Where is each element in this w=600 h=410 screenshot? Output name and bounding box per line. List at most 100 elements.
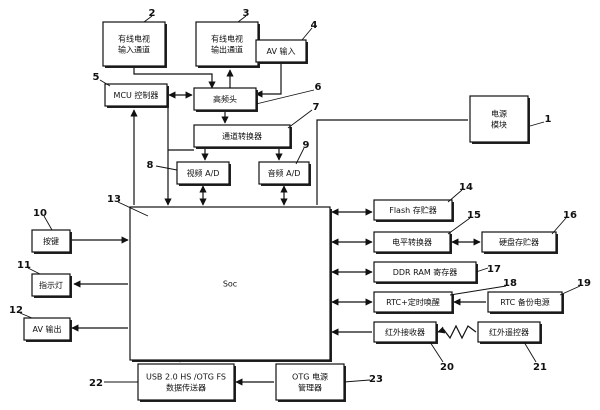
- leader-line: [343, 379, 371, 383]
- reference-number: 2: [149, 8, 156, 19]
- block-label: 红外接收器: [385, 327, 425, 337]
- block-label: RTC+定时唤醒: [386, 297, 440, 307]
- reference-number: 1: [545, 114, 552, 125]
- leader-line: [19, 312, 33, 319]
- leader-line: [447, 217, 471, 235]
- leader-line: [475, 267, 489, 273]
- reference-number: 10: [33, 208, 47, 219]
- block-label: 管理器: [298, 383, 322, 393]
- leader-line: [287, 109, 313, 129]
- soc-to-power: [316, 119, 468, 205]
- block-frame: [477, 321, 541, 343]
- leader-line: [43, 215, 53, 231]
- level-converter-block: 电平转换器: [373, 231, 452, 254]
- block-label: 电源: [491, 109, 507, 119]
- leader-line: [559, 285, 581, 296]
- flash-block: Flash 存贮器: [373, 199, 454, 222]
- rtc-backup-block: RTC 备份电源: [487, 291, 564, 314]
- block-label: 数据传送器: [166, 383, 206, 393]
- leader-line: [117, 201, 149, 217]
- reference-number: 5: [93, 72, 100, 83]
- rtc-timer-block: RTC+定时唤醒: [373, 291, 454, 314]
- hdd-block: 硬盘存贮器: [481, 231, 558, 254]
- reference-number: 23: [369, 374, 383, 385]
- reference-number: 13: [107, 194, 121, 205]
- block-label: 音频 A/D: [268, 168, 301, 178]
- tuner-block: 高频头: [193, 87, 258, 112]
- reference-number: 20: [440, 362, 454, 373]
- block-frame: [373, 321, 437, 343]
- leader-line: [143, 15, 153, 23]
- block-frame: [193, 87, 257, 111]
- leader-line: [255, 89, 315, 105]
- remote-to-ir: [437, 324, 477, 340]
- block-label: DDR RAM 寄存器: [393, 267, 458, 277]
- block-label: 通道转换器: [222, 131, 262, 141]
- block-frame: [373, 199, 453, 221]
- leader-line: [429, 341, 444, 363]
- reference-number: 11: [17, 260, 31, 271]
- block-frame: [137, 363, 235, 401]
- block-label: 高频头: [213, 94, 237, 104]
- reference-number: 3: [243, 8, 250, 19]
- leader-line: [155, 165, 178, 171]
- block-label: 输入通道: [118, 45, 150, 55]
- reference-number: 4: [311, 20, 318, 31]
- block-label: Flash 存贮器: [389, 205, 437, 215]
- leader-line: [27, 267, 41, 275]
- reference-number: 18: [503, 278, 517, 289]
- block-frame: [23, 317, 71, 341]
- block-frame: [129, 206, 331, 361]
- block-frame: [176, 161, 230, 185]
- leader-line: [237, 15, 247, 23]
- block-frame: [102, 21, 166, 67]
- block-label: 按键: [43, 236, 59, 246]
- block-frame: [31, 229, 71, 253]
- block-label: 输出通道: [211, 45, 243, 55]
- block-frame: [193, 124, 291, 148]
- block-frame: [373, 291, 453, 313]
- block-frame: [195, 21, 259, 67]
- block-label: OTG 电源: [292, 372, 328, 382]
- soc-block: Soc: [129, 206, 332, 362]
- audio-ad-block: 音频 A/D: [258, 161, 311, 186]
- block-frame: [481, 231, 557, 253]
- reference-number: 6: [315, 82, 322, 93]
- block-frame: [487, 291, 563, 313]
- block-label: 红外遥控器: [489, 327, 529, 337]
- leader-line: [529, 121, 545, 127]
- video-ad-block: 视频 A/D: [176, 161, 231, 186]
- keys-block: 按键: [31, 229, 72, 254]
- cable-in-to-tuner: [133, 66, 216, 89]
- leader-line: [449, 285, 507, 296]
- reference-number: 16: [563, 210, 577, 221]
- reference-number: 21: [533, 362, 547, 373]
- indicator-block: 指示灯: [31, 273, 72, 298]
- reference-number: 14: [459, 182, 473, 193]
- block-frame: [255, 39, 307, 63]
- block-frame: [469, 95, 529, 143]
- leader-line: [295, 147, 305, 165]
- block-label: RTC 备份电源: [500, 297, 550, 307]
- block-label: MCU 控制器: [114, 90, 159, 100]
- ir-receiver-block: 红外接收器: [373, 321, 438, 344]
- reference-number: 17: [487, 264, 501, 275]
- av-in-to-tuner: [255, 62, 282, 98]
- reference-number: 15: [467, 210, 481, 221]
- ddr-ram-block: DDR RAM 寄存器: [373, 261, 478, 284]
- leader-line: [523, 341, 537, 363]
- block-frame: [275, 363, 345, 401]
- reference-number: 19: [577, 278, 591, 289]
- mcu-block: MCU 控制器: [104, 83, 169, 108]
- leader-line: [551, 217, 567, 235]
- block-label: AV 输入: [267, 46, 296, 56]
- block-frame: [104, 83, 168, 107]
- block-label: 指示灯: [39, 280, 63, 290]
